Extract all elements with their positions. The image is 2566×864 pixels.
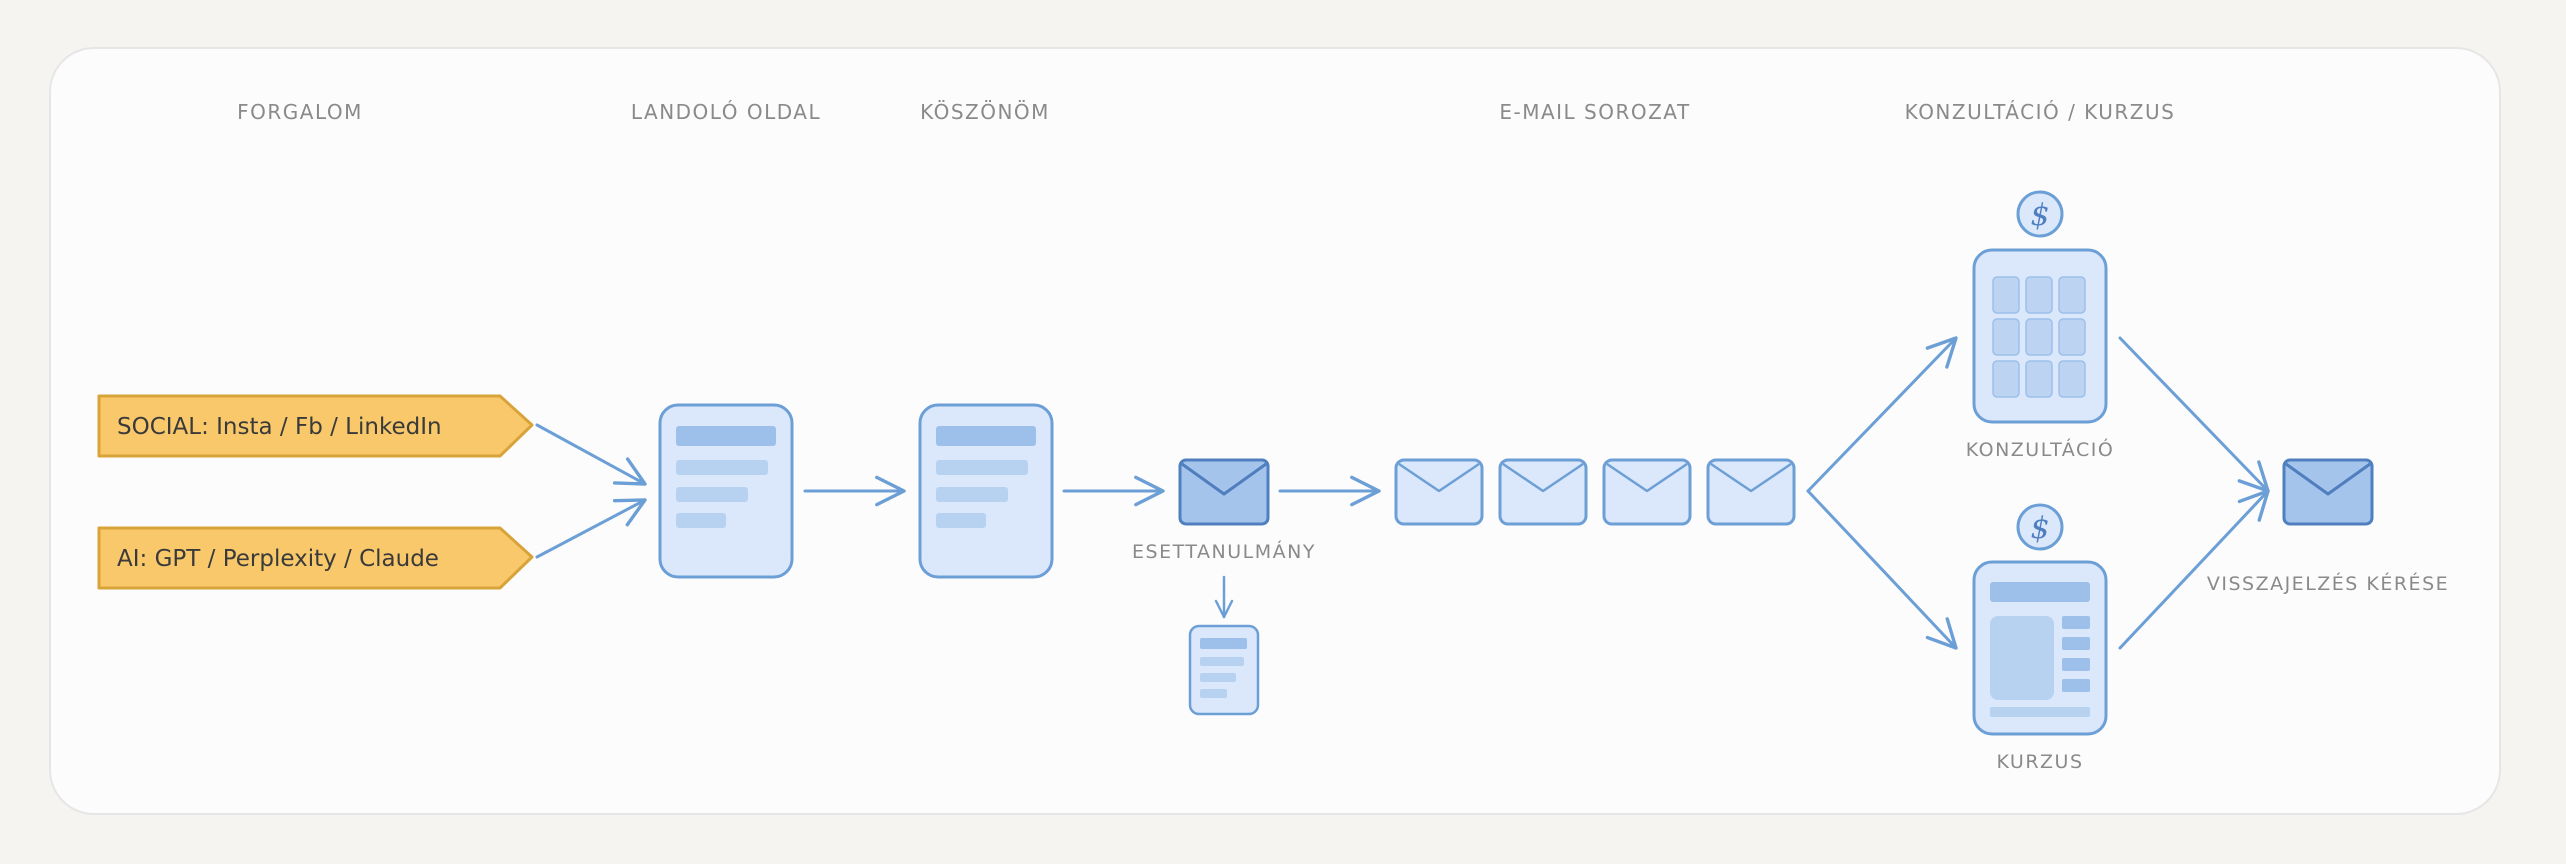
case-study-label: ESETTANULMÁNY — [1132, 540, 1316, 563]
feedback-label: VISSZAJELZÉS KÉRÉSE — [2207, 572, 2449, 595]
arrow-emails-to-course — [1806, 489, 1958, 650]
source-tag-social: SOCIAL: Insta / Fb / LinkedIn — [97, 394, 534, 458]
email-envelope-icon — [1394, 458, 1484, 526]
email-envelope-icon — [1602, 458, 1692, 526]
consultation-label: KONZULTÁCIÓ — [1966, 437, 2115, 461]
course-page-icon — [1972, 560, 2108, 736]
arrow-emails-to-consultation — [1806, 336, 1958, 493]
header-email-series: E-MAIL SOROZAT — [1499, 100, 1690, 124]
course-label: KURZUS — [1996, 751, 2083, 773]
header-landing: LANDOLÓ OLDAL — [631, 100, 821, 124]
email-envelope-icon — [1498, 458, 1588, 526]
consultation-calendar-icon — [1972, 248, 2108, 424]
header-thanks: KÖSZÖNÖM — [920, 100, 1050, 124]
source-social-label: SOCIAL: Insta / Fb / LinkedIn — [117, 414, 442, 440]
course-price-icon: $ — [2016, 503, 2064, 551]
arrow-social-to-landing — [535, 423, 647, 486]
canvas-panel — [49, 47, 2501, 815]
email-envelope-icon — [1706, 458, 1796, 526]
arrow-ai-to-landing — [535, 498, 647, 559]
course-dollar: $ — [2030, 511, 2049, 546]
source-ai-label: AI: GPT / Perplexity / Claude — [117, 546, 439, 572]
arrow-course-to-feedback — [2118, 489, 2270, 650]
header-offer: KONZULTÁCIÓ / KURZUS — [1905, 100, 2176, 124]
source-tag-ai: AI: GPT / Perplexity / Claude — [97, 526, 534, 590]
header-traffic: FORGALOM — [237, 100, 363, 124]
case-study-envelope-icon — [1178, 458, 1270, 526]
consultation-dollar: $ — [2030, 198, 2049, 233]
landing-page-doc — [658, 403, 794, 579]
feedback-envelope-icon — [2282, 458, 2374, 526]
thanks-page-doc — [918, 403, 1054, 579]
arrow-consultation-to-feedback — [2118, 336, 2270, 493]
case-study-doc — [1188, 624, 1260, 716]
consultation-price-icon: $ — [2016, 190, 2064, 238]
